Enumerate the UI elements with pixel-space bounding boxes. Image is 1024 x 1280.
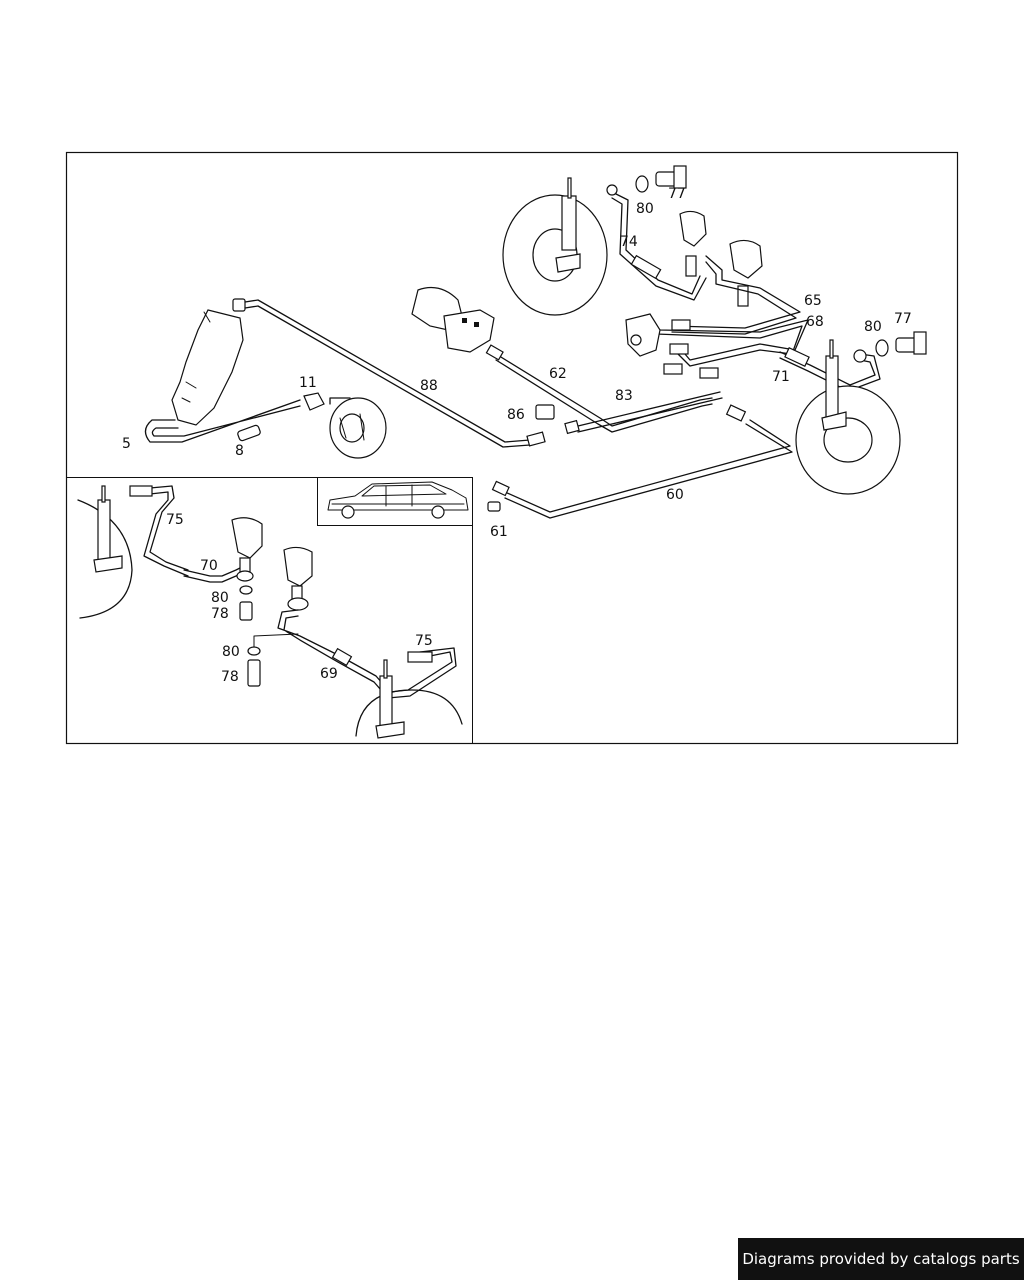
label-77a: 77	[668, 186, 686, 202]
fitting-62	[485, 344, 504, 361]
fitting-71	[784, 347, 810, 367]
fitting-75-right	[407, 651, 433, 663]
washer-80-right	[875, 339, 889, 357]
fitting-61	[487, 501, 501, 512]
label-75b: 75	[415, 633, 433, 649]
clip-8	[237, 424, 261, 442]
label-88: 88	[420, 378, 438, 394]
caliper-inset-b	[283, 546, 313, 611]
fitting-69	[331, 647, 353, 667]
brake-disc-front	[502, 177, 608, 316]
credit-footer: Diagrams provided by catalogs parts	[738, 1238, 1024, 1280]
caliper-right-b	[729, 239, 763, 307]
label-74: 74	[620, 234, 638, 250]
fitting-75-left	[129, 485, 153, 497]
bolt-78-inset-b	[247, 659, 261, 687]
label-62: 62	[549, 366, 567, 382]
label-60: 60	[666, 487, 684, 503]
line-83	[577, 391, 723, 433]
inset-disc-left	[77, 485, 133, 619]
nut-80-right	[853, 349, 867, 363]
main-frame	[65, 151, 959, 745]
bolt-77-right	[895, 331, 927, 355]
label-11: 11	[299, 375, 317, 391]
bolt-78-inset-a	[239, 601, 253, 621]
label-83: 83	[615, 388, 633, 404]
brake-booster-small	[329, 397, 387, 459]
label-77b: 77	[894, 311, 912, 327]
label-80b: 80	[864, 319, 882, 335]
part-86	[535, 404, 555, 420]
inset-disc-right	[355, 659, 463, 739]
label-80a: 80	[636, 201, 654, 217]
inset-frame	[66, 477, 473, 744]
line-75-left	[143, 485, 189, 577]
label-69: 69	[320, 666, 338, 682]
washer-80-inset-b	[247, 646, 261, 656]
label-61: 61	[490, 524, 508, 540]
fitting-11	[303, 392, 351, 411]
union-60	[725, 404, 747, 422]
bracket-80-78	[253, 633, 299, 649]
hose-fitting-74	[630, 254, 662, 280]
label-5: 5	[122, 436, 131, 452]
vehicle-thumbnail	[317, 477, 473, 526]
reservoir	[171, 298, 246, 426]
label-65: 65	[804, 293, 822, 309]
label-80d: 80	[222, 644, 240, 660]
label-75a: 75	[166, 512, 184, 528]
label-80c: 80	[211, 590, 229, 606]
line-62	[495, 353, 713, 433]
washer-80-top	[635, 175, 649, 193]
fitting-60	[491, 480, 510, 497]
caliper-inset-a	[231, 517, 263, 582]
union-88	[526, 431, 546, 447]
line-65	[671, 255, 801, 335]
line-88	[244, 299, 531, 448]
callout-labels: 5 8 11 88 62 86 83 60 61 74 80 77 65 68 …	[122, 186, 912, 685]
hose-5	[144, 399, 301, 443]
nut-74	[606, 184, 618, 196]
hydraulic-unit	[411, 287, 495, 353]
proportioning-valve	[625, 313, 719, 379]
label-71: 71	[772, 369, 790, 385]
label-86: 86	[507, 407, 525, 423]
label-8: 8	[235, 443, 244, 459]
label-78b: 78	[221, 669, 239, 685]
bolt-77-top	[655, 165, 687, 189]
label-70: 70	[200, 558, 218, 574]
caliper-right-a	[679, 210, 707, 277]
brake-disc-rear	[795, 339, 901, 495]
label-78a: 78	[211, 606, 229, 622]
fitting-86-bolt	[564, 419, 580, 435]
label-68: 68	[806, 314, 824, 330]
line-60	[504, 419, 793, 519]
washer-80-inset-a	[239, 585, 253, 595]
line-69	[277, 609, 457, 699]
